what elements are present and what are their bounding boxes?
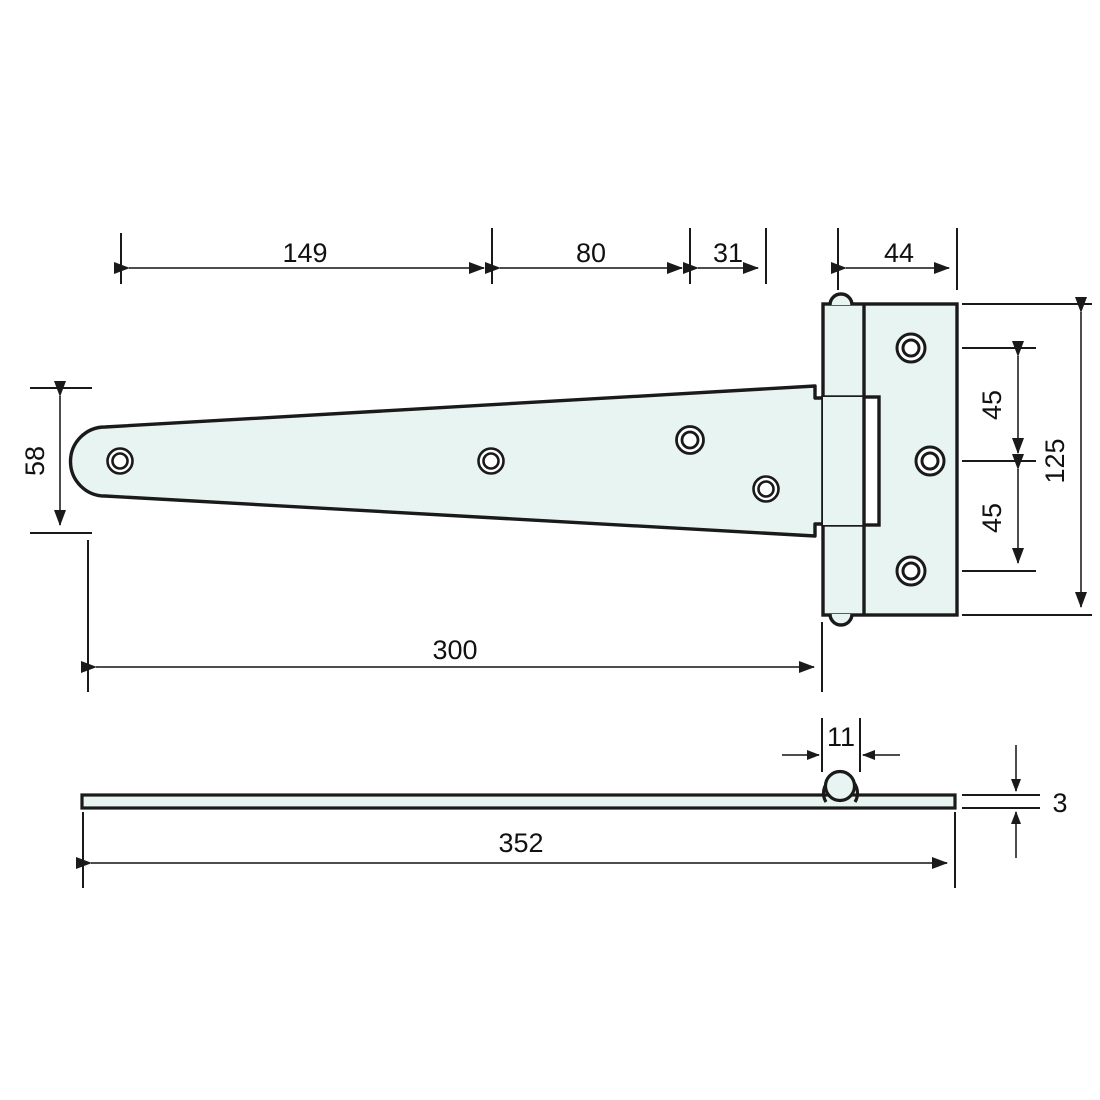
dim-label-44: 44 <box>884 238 914 268</box>
dim-label-45-lower: 45 <box>977 503 1007 533</box>
knuckle-top-arc <box>828 292 854 306</box>
hinge-geometry <box>68 292 959 810</box>
strap-tongue-fill <box>823 397 864 525</box>
side-view-knuckle-pin <box>823 769 857 803</box>
dimension-annotations <box>30 228 1092 888</box>
screw-hole-plate-2 <box>914 445 946 477</box>
dim-label-80: 80 <box>576 238 606 268</box>
dim-label-31: 31 <box>713 238 743 268</box>
screw-hole-plate-1 <box>895 332 927 364</box>
dim-label-125: 125 <box>1040 438 1070 483</box>
knuckle-bottom-arc <box>828 613 854 627</box>
screw-hole-strap-3 <box>675 425 705 455</box>
dim-label-300: 300 <box>432 635 477 665</box>
screw-hole-strap-4 <box>752 475 780 503</box>
dim-label-58: 58 <box>20 446 50 476</box>
screw-hole-plate-3 <box>895 555 927 587</box>
screw-hole-strap-2 <box>477 447 505 475</box>
strap-leaf-body <box>68 384 826 538</box>
dim-label-149: 149 <box>282 238 327 268</box>
dim-label-45-upper: 45 <box>977 390 1007 420</box>
dim-label-352: 352 <box>498 828 543 858</box>
screw-hole-strap-1 <box>106 447 134 475</box>
dim-label-3: 3 <box>1052 788 1067 818</box>
side-view-bar <box>80 793 957 810</box>
dim-label-11: 11 <box>827 722 855 752</box>
dimension-labels: 149 80 31 44 58 45 45 125 300 11 3 352 <box>20 238 1070 858</box>
